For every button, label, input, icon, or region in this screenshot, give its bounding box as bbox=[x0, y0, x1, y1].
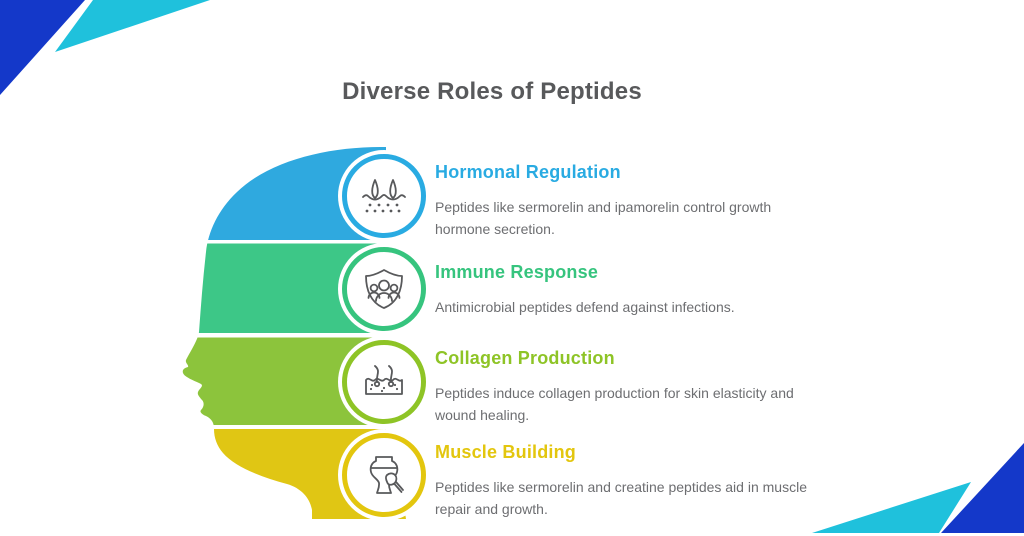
corner-triangle-dark bbox=[941, 443, 1024, 533]
section-body: Antimicrobial peptides defend against in… bbox=[435, 299, 735, 315]
section-muscle-building: Muscle Building Peptides like sermorelin… bbox=[435, 441, 807, 520]
corner-triangle-cyan bbox=[812, 482, 971, 533]
bottom-right-decoration bbox=[812, 443, 1024, 533]
hair-follicle-icon bbox=[362, 179, 406, 213]
head-profile-graphic bbox=[182, 146, 430, 521]
muscle-sculpt-icon bbox=[369, 456, 404, 494]
section-collagen-production: Collagen Production Peptides induce coll… bbox=[435, 347, 807, 426]
section-hormonal-regulation: Hormonal Regulation Peptides like sermor… bbox=[435, 161, 807, 240]
corner-triangle-cyan bbox=[55, 0, 210, 52]
immune-icon-badge bbox=[342, 247, 426, 331]
section-heading: Collagen Production bbox=[435, 348, 615, 368]
section-body: Peptides like sermorelin and creatine pe… bbox=[435, 479, 807, 517]
section-heading: Muscle Building bbox=[435, 442, 577, 462]
section-body: Peptides like sermorelin and ipamorelin … bbox=[435, 199, 772, 237]
section-body: Peptides induce collagen production for … bbox=[435, 385, 794, 423]
collagen-icon-badge bbox=[342, 340, 426, 424]
muscle-icon-badge bbox=[342, 433, 426, 517]
hormonal-icon-badge bbox=[342, 154, 426, 238]
section-heading: Hormonal Regulation bbox=[435, 162, 621, 182]
shield-people-icon bbox=[365, 269, 403, 309]
page-title: Diverse Roles of Peptides bbox=[342, 78, 642, 105]
skin-collagen-icon bbox=[365, 365, 403, 395]
section-heading: Immune Response bbox=[435, 262, 599, 282]
section-immune-response: Immune Response Antimicrobial peptides d… bbox=[435, 261, 807, 318]
